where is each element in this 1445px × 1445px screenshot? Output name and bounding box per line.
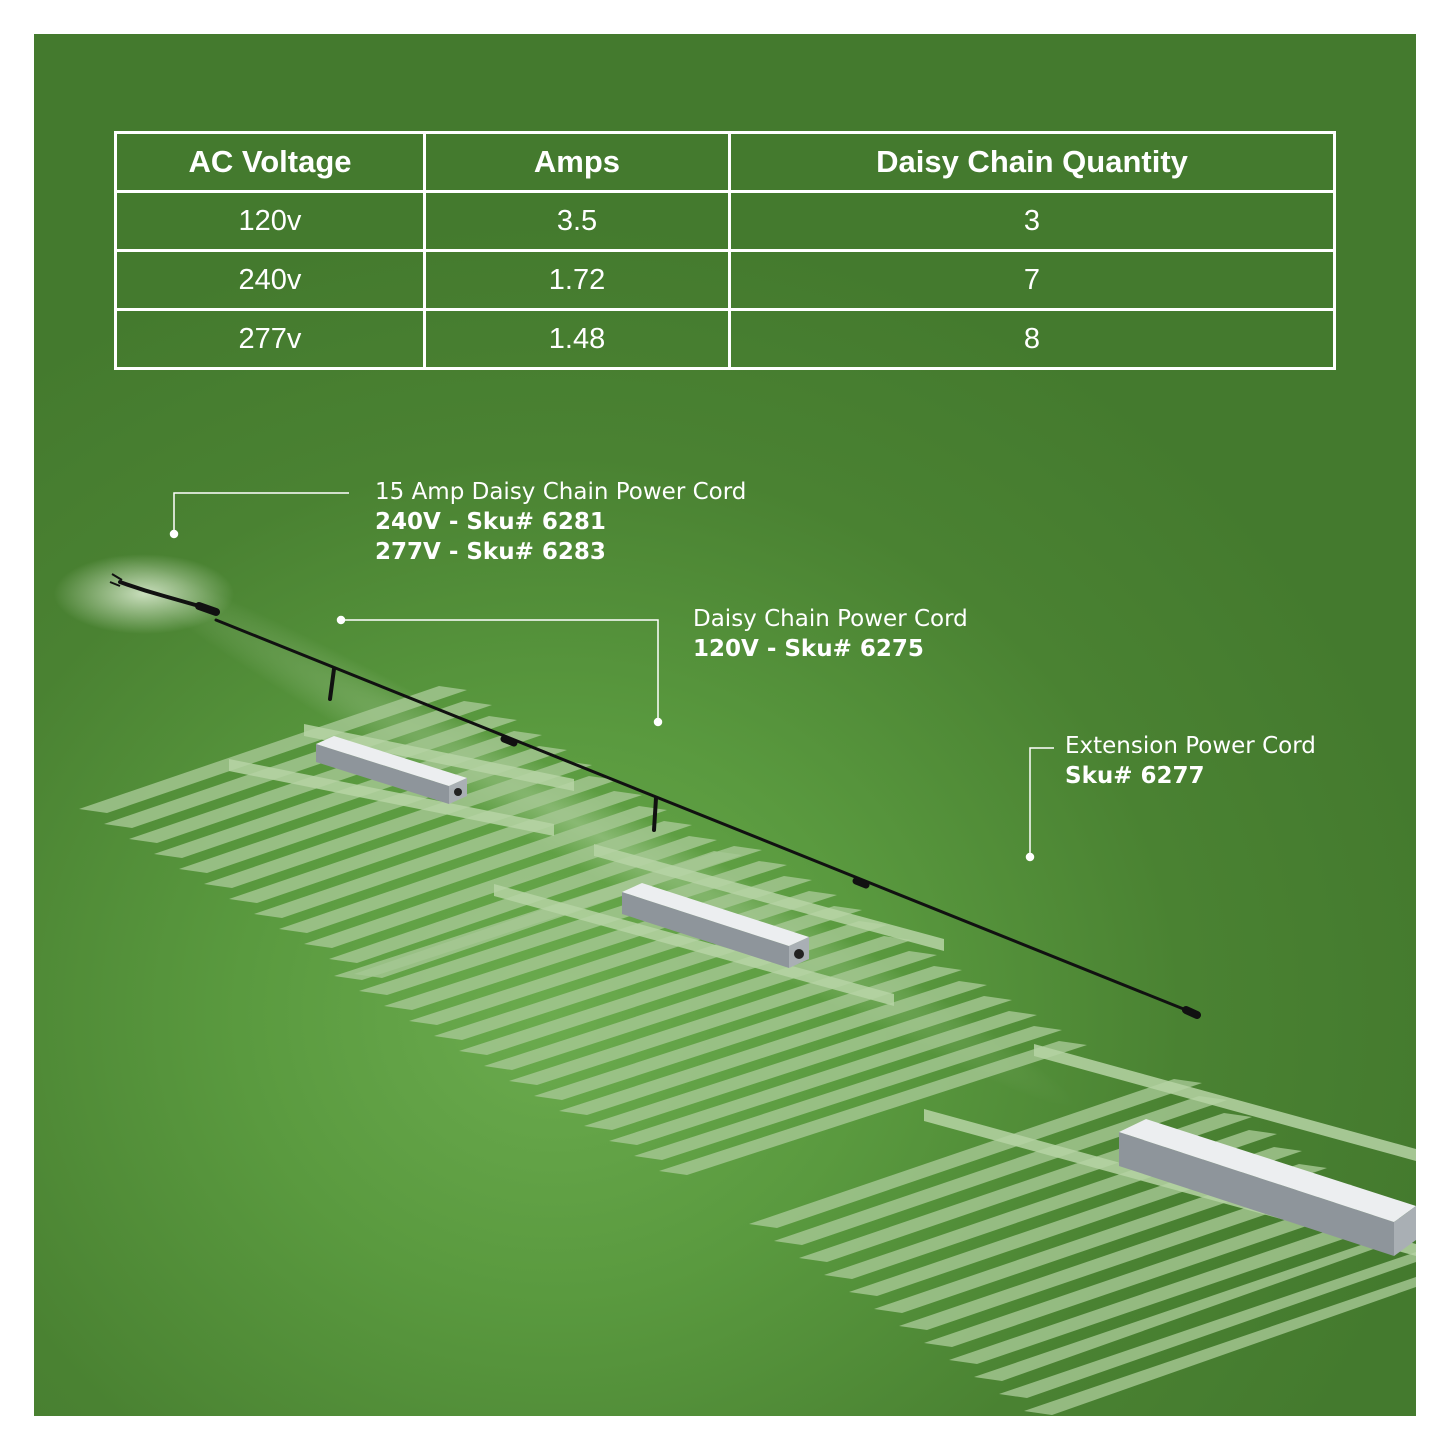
callout-sku-120v: 120V - Sku# 6275	[693, 636, 924, 662]
cell-amps: 1.72	[423, 249, 731, 311]
fixture-bar	[79, 686, 467, 813]
mount-rail	[229, 759, 554, 836]
mount-rail	[304, 724, 574, 791]
fixture-bar	[229, 776, 617, 903]
fixture-bar	[179, 746, 567, 873]
plug-icon	[109, 573, 123, 587]
fixture-2	[334, 844, 1087, 1175]
cell-quantity: 8	[728, 308, 1336, 370]
fixture-bar	[999, 1252, 1416, 1398]
cell-amps: 1.48	[423, 308, 731, 370]
cell-amps: 3.5	[423, 190, 731, 252]
diagram-panel: AC Voltage Amps Daisy Chain Quantity 120…	[34, 34, 1416, 1416]
spec-table: AC Voltage Amps Daisy Chain Quantity 120…	[114, 131, 1336, 370]
mount-rail	[594, 844, 944, 951]
fixture-bar	[749, 1079, 1202, 1228]
callout-sku-277v: 277V - Sku# 6283	[375, 539, 606, 565]
leader-line-daisy-chain	[336, 615, 663, 727]
callout-title: Daisy Chain Power Cord	[693, 606, 968, 632]
driver-box-2	[622, 883, 809, 968]
fixture-bar	[359, 861, 787, 995]
callout-sku-240v: 240V - Sku# 6281	[375, 509, 606, 535]
fixture-bar	[924, 1198, 1377, 1347]
cell-voltage: 120v	[114, 190, 426, 252]
fixture-bar	[974, 1232, 1416, 1381]
callout-title: Extension Power Cord	[1065, 733, 1316, 759]
table-row: 277v 1.48 8	[114, 308, 1336, 370]
fixture-bar	[559, 981, 987, 1115]
cell-quantity: 7	[728, 249, 1336, 311]
fixture-bar	[634, 1026, 1062, 1160]
power-cord	[118, 580, 1201, 1019]
header-ac-voltage: AC Voltage	[114, 131, 426, 193]
leader-line-extension	[1025, 747, 1054, 862]
fixture-bar	[104, 701, 492, 828]
fixture-bar	[899, 1181, 1352, 1330]
fixture-bar	[279, 806, 667, 933]
fixture-bar	[484, 936, 912, 1070]
fixture-bar	[1024, 1277, 1416, 1415]
fixture-bar	[659, 1041, 1087, 1175]
callout-sku-extension: Sku# 6277	[1065, 763, 1205, 789]
table-header-row: AC Voltage Amps Daisy Chain Quantity	[114, 131, 1336, 193]
fixture-bar	[774, 1096, 1227, 1245]
leader-line-fifteen-amp	[169, 492, 349, 539]
callout-extension-cord: Extension Power Cord Sku# 6277	[1065, 731, 1316, 791]
fixture-bar	[534, 966, 962, 1100]
mount-rail	[1034, 1044, 1416, 1161]
driver-box-3	[1119, 1119, 1416, 1256]
driver-box-1	[316, 736, 467, 804]
fixture-bar	[609, 1011, 1037, 1145]
fixture-bar	[204, 761, 592, 888]
fixture-bar	[949, 1215, 1402, 1364]
fixture-illustration	[54, 492, 1416, 1415]
cell-voltage: 240v	[114, 249, 426, 311]
header-daisy-chain-quantity: Daisy Chain Quantity	[728, 131, 1336, 193]
cell-voltage: 277v	[114, 308, 426, 370]
table-row: 120v 3.5 3	[114, 190, 1336, 252]
fixture-bar	[334, 846, 762, 980]
fixture-3	[749, 1044, 1416, 1415]
table-row: 240v 1.72 7	[114, 249, 1336, 311]
fixture-bar	[584, 996, 1012, 1130]
mount-rail	[494, 884, 894, 1006]
fixture-bar	[874, 1164, 1327, 1313]
cell-quantity: 3	[728, 190, 1336, 252]
callout-title: 15 Amp Daisy Chain Power Cord	[375, 479, 747, 505]
callout-fifteen-amp-cord: 15 Amp Daisy Chain Power Cord 240V - Sku…	[375, 477, 746, 567]
header-amps: Amps	[423, 131, 731, 193]
callout-daisy-chain-cord: Daisy Chain Power Cord 120V - Sku# 6275	[693, 604, 968, 664]
